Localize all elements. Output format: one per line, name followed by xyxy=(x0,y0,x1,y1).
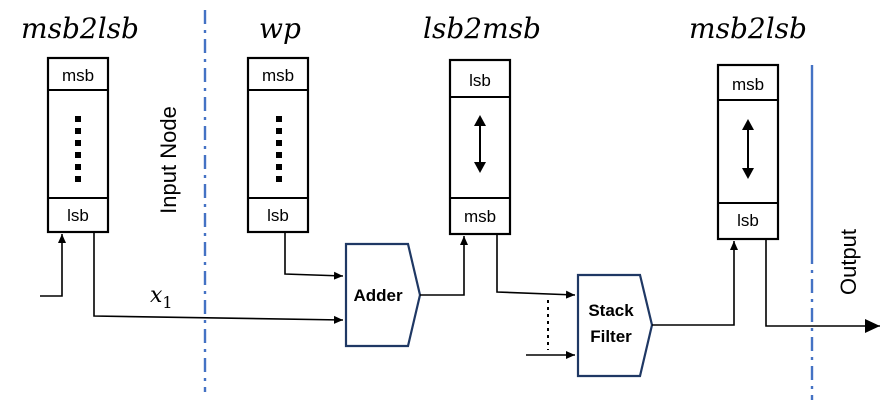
wp-to-adder-wire xyxy=(284,232,344,280)
output-label: Output xyxy=(836,229,861,295)
stack-filter-label-line2: Filter xyxy=(590,327,632,346)
double-arrow-icon xyxy=(474,115,486,173)
stack-filter-label-line1: Stack xyxy=(588,301,634,320)
x1-signal-label: x1 xyxy=(150,283,173,312)
register-2: msb lsb xyxy=(246,56,310,234)
reg3-to-filter-wire xyxy=(496,234,576,299)
register-4-bottom-label: lsb xyxy=(737,211,759,230)
register-2-title: wp xyxy=(259,12,301,45)
filter-output-wire xyxy=(652,241,738,326)
register-1-top-label: msb xyxy=(62,66,94,85)
register-4-top-label: msb xyxy=(732,75,764,94)
register-4-title: msb2lsb xyxy=(689,12,807,45)
ellipsis-dots-icon xyxy=(276,116,282,182)
x1-wire xyxy=(93,232,344,324)
adder-label: Adder xyxy=(353,286,403,305)
register-1-title: msb2lsb xyxy=(21,12,139,45)
register-1: msb lsb xyxy=(46,56,110,234)
register-3-title: lsb2msb xyxy=(423,12,541,45)
output-wire xyxy=(765,239,880,333)
register-2-top-label: msb xyxy=(262,66,294,85)
adder-block: Adder xyxy=(344,242,422,348)
adder-output-wire xyxy=(420,236,468,296)
register-4: msb lsb xyxy=(716,63,780,241)
stack-filter-block: Stack Filter xyxy=(576,273,654,378)
register-2-bottom-label: lsb xyxy=(267,206,289,225)
register-3-bottom-label: msb xyxy=(464,207,496,226)
input-node-label: Input Node xyxy=(156,106,181,214)
input-wire xyxy=(40,234,66,297)
register-3-top-label: lsb xyxy=(469,71,491,90)
double-arrow-icon xyxy=(742,119,754,179)
register-3: lsb msb xyxy=(448,58,512,236)
register-1-bottom-label: lsb xyxy=(67,206,89,225)
ellipsis-dots-icon xyxy=(75,116,81,182)
